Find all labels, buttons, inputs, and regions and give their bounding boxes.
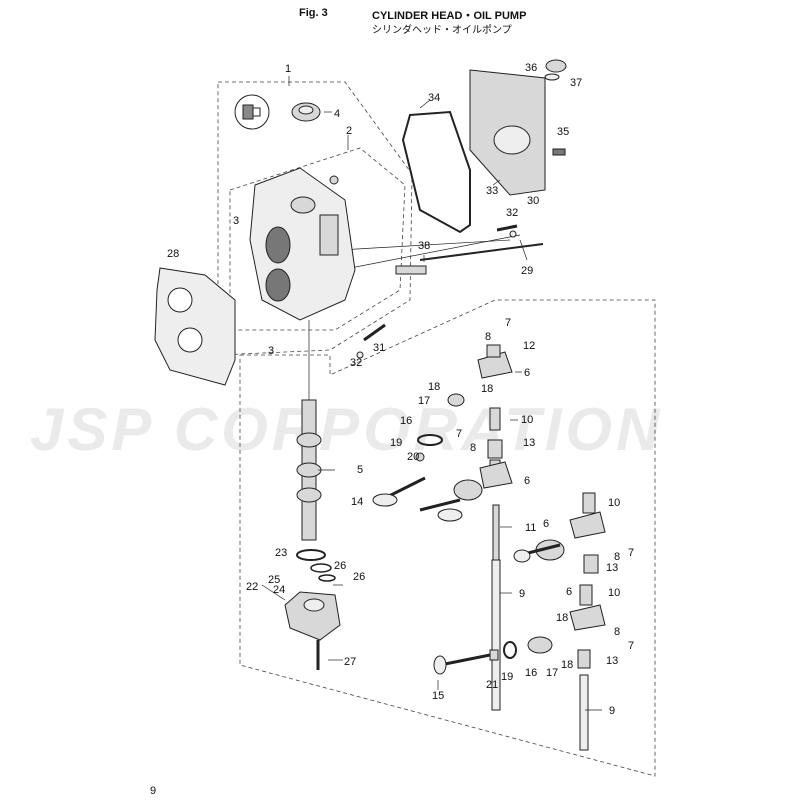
spark-plug [395,265,427,275]
callout-18: 18 [561,659,573,671]
callout-18: 18 [481,383,493,395]
head-gasket [154,267,236,386]
callout-10: 10 [521,414,533,426]
bolt-guide-line-2 [339,239,511,251]
figure-title-japanese: シリンダヘッド・オイルポンプ [372,25,512,36]
page-number: 9 [150,785,157,797]
callout-12: 12 [523,340,535,352]
callout-28: 28 [167,248,179,260]
camshaft [296,320,322,541]
callout-3: 3 [233,215,239,227]
callout-7: 7 [505,317,511,329]
callout-31: 31 [373,342,385,354]
oil-filler-cap [544,59,567,81]
washer-32 [509,230,517,238]
callout-16: 16 [525,667,537,679]
rocker-arm-upper [477,344,513,711]
valve-train-outline [239,299,656,777]
callout-8: 8 [614,551,620,563]
rocker-arm-lower [433,492,606,751]
callout-13: 13 [606,655,618,667]
callout-2: 2 [346,125,352,137]
callout-14: 14 [351,496,363,508]
callout-6: 6 [543,518,549,530]
callout-23: 23 [275,547,287,559]
callout-35: 35 [557,126,569,138]
callout-6: 6 [524,475,530,487]
callout-29: 29 [521,265,533,277]
assembly-outline-1 [217,81,413,356]
bolt-31 [363,323,386,342]
callout-18: 18 [428,381,440,393]
callout-8: 8 [614,626,620,638]
callout-27: 27 [344,656,356,668]
callout-10: 10 [608,587,620,599]
assembly-outline-2 [229,147,406,331]
callout-30: 30 [527,195,539,207]
callout-6: 6 [566,586,572,598]
callout-6: 6 [524,367,530,379]
callout-17: 17 [418,395,430,407]
cylinder-head [249,167,356,321]
callout-4: 4 [334,108,340,120]
callout-5: 5 [357,464,363,476]
watermark: JSP CORPORATION [30,396,664,463]
rocker-cover [469,69,546,196]
oil-pump [284,549,341,670]
callout-22: 22 [246,581,258,593]
callout-7: 7 [628,640,634,652]
callout-18: 18 [556,612,568,624]
figure-title: CYLINDER HEAD・OIL PUMP [372,10,527,22]
oil-seal [291,102,321,122]
callout-8: 8 [470,442,476,454]
cover-bolt [552,148,566,156]
callout-33: 33 [486,185,498,197]
callout-10: 10 [608,497,620,509]
callout-8: 8 [485,331,491,343]
callout-20: 20 [407,451,419,463]
callout-26: 26 [334,560,346,572]
washer-32b [356,351,364,359]
callout-1: 1 [285,63,291,75]
callout-21: 21 [486,679,498,691]
grease-icon [234,94,270,130]
callout-32: 32 [506,207,518,219]
callout-24: 24 [273,584,285,596]
cover-gasket [401,110,471,234]
callout-7: 7 [456,428,462,440]
callout-7: 7 [628,547,634,559]
callout-37: 37 [570,77,582,89]
callout-25: 25 [268,574,280,586]
callout-19: 19 [501,671,513,683]
callout-17: 17 [546,667,558,679]
callout-3: 3 [268,345,274,357]
callout-15: 15 [432,690,444,702]
callout-32: 32 [350,357,362,369]
callout-19: 19 [390,437,402,449]
bolt-30 [496,224,518,232]
callout-9: 9 [519,588,525,600]
callout-34: 34 [428,92,440,104]
callout-36: 36 [525,62,537,74]
callout-11: 11 [525,522,536,534]
callout-9: 9 [609,705,615,717]
callout-26: 26 [353,571,365,583]
callout-13: 13 [606,562,618,574]
callout-16: 16 [400,415,412,427]
valve-spring-upper [372,393,483,522]
callout-38: 38 [418,240,430,252]
figure-label: Fig. 3 [299,7,328,19]
callout-13: 13 [523,437,535,449]
